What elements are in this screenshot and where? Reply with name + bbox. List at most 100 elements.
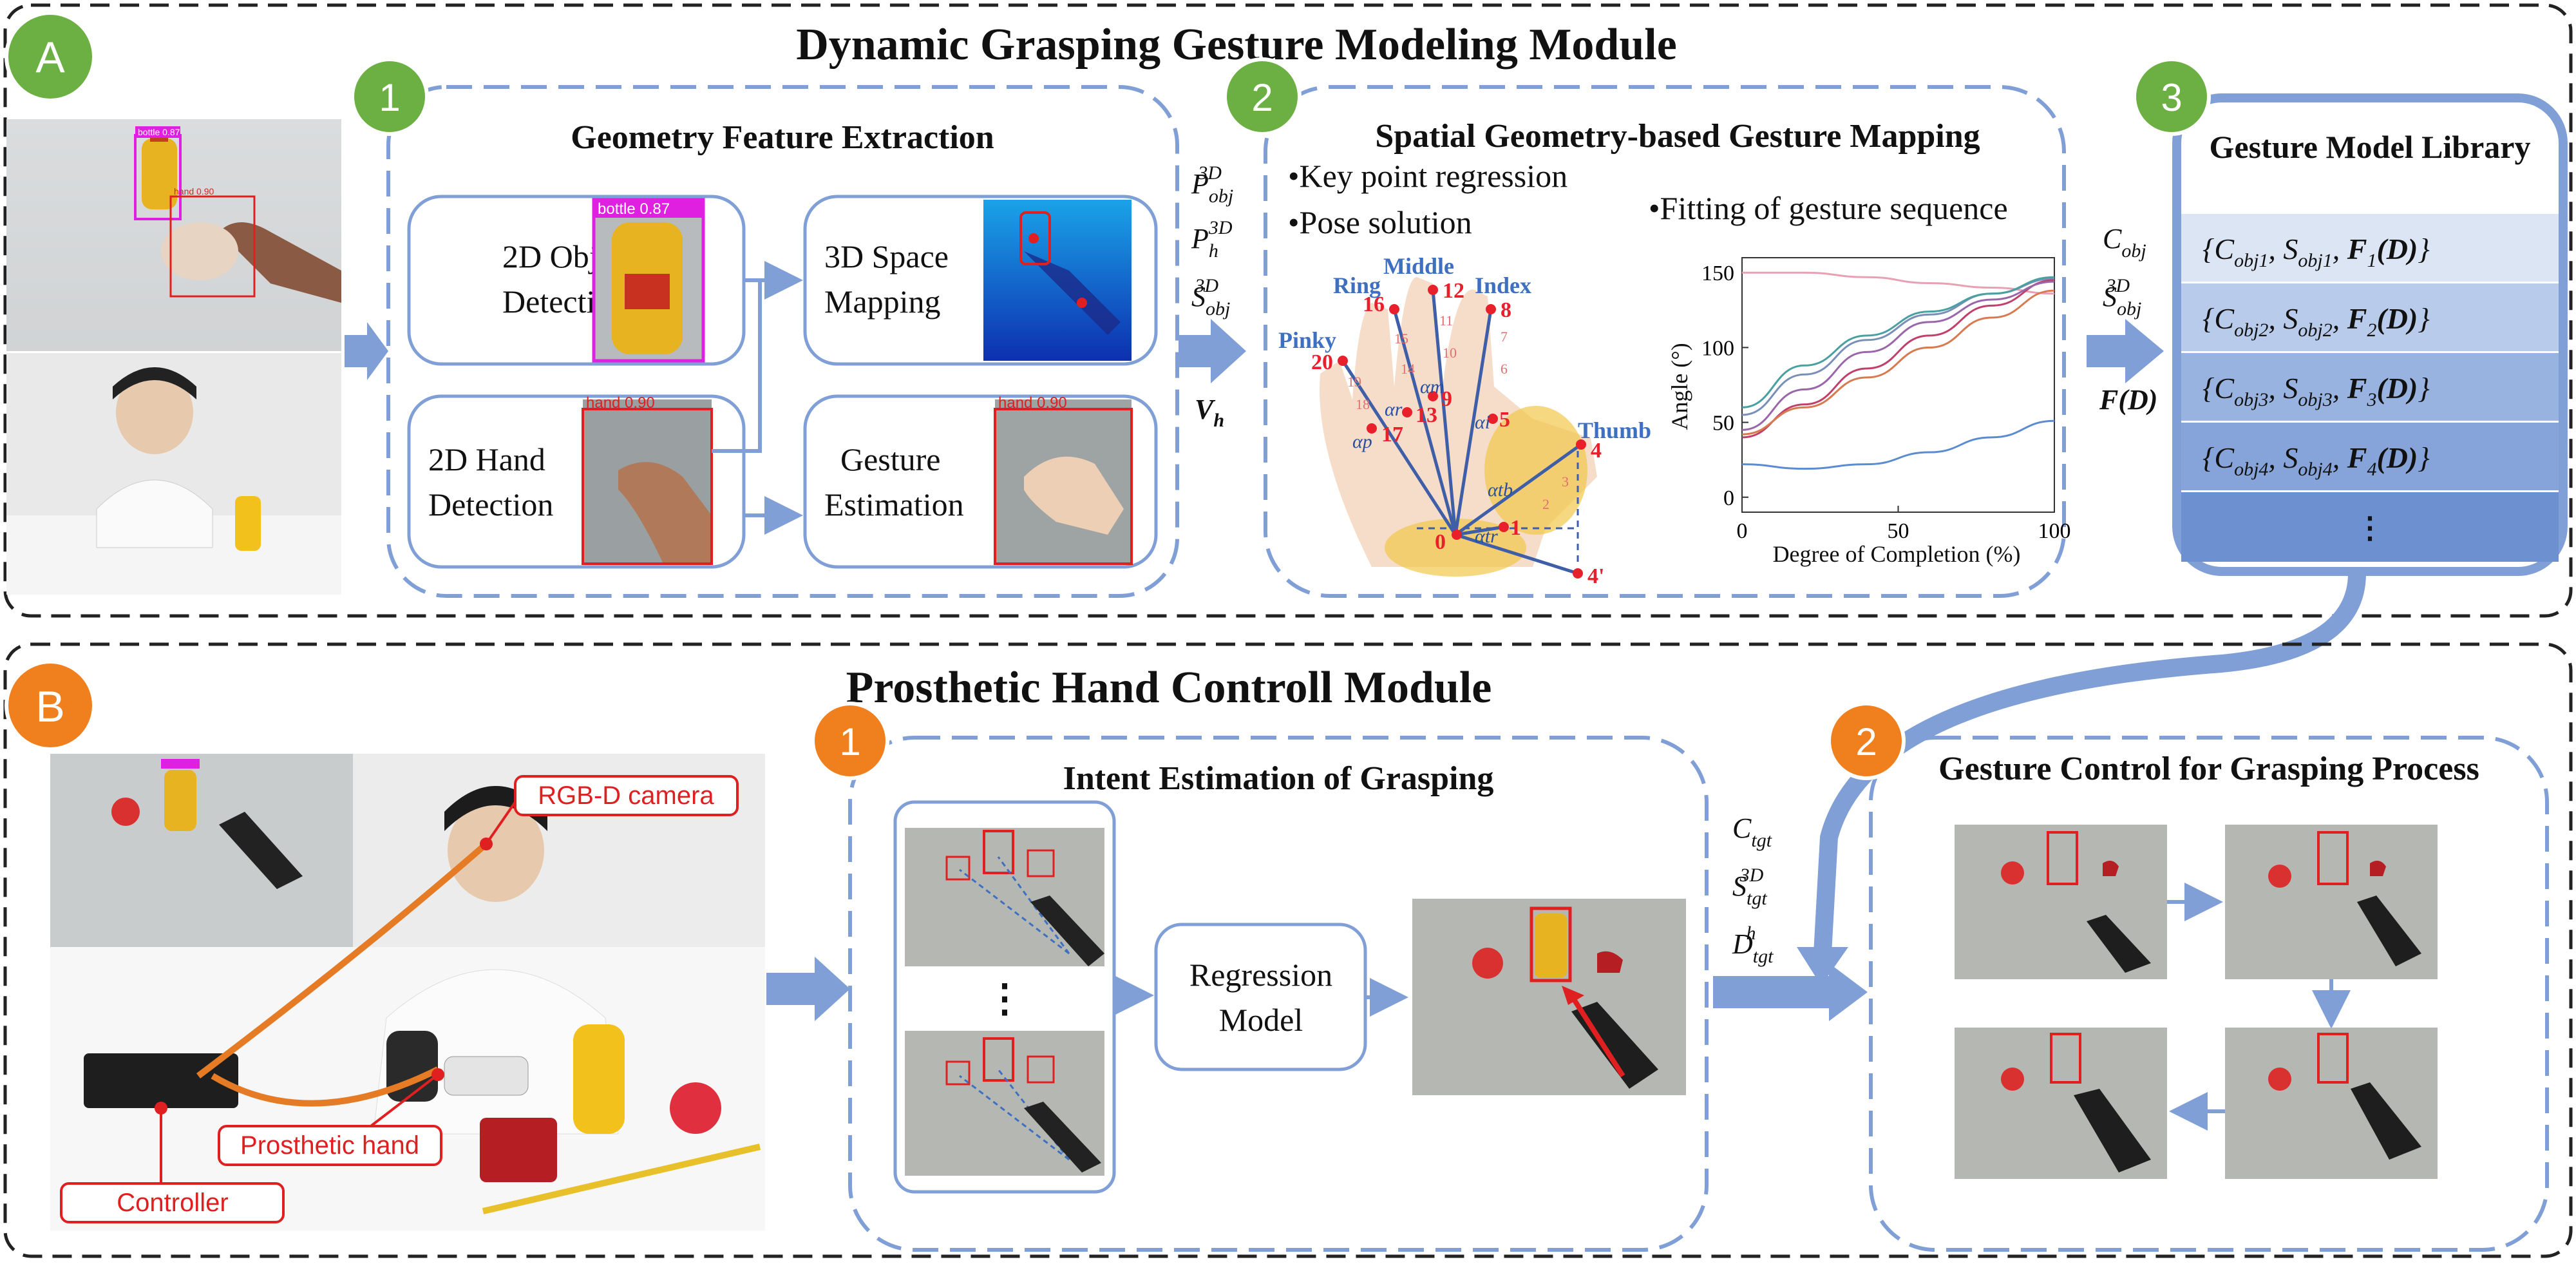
chart-plot-area	[1741, 257, 2055, 513]
callout-rgbd-camera-text: RGB-D camera	[538, 781, 714, 810]
control-title: Gesture Control for Grasping Process	[1938, 751, 2479, 787]
kp-14: 14	[1401, 361, 1415, 377]
section-a-badge-text: A	[35, 33, 65, 82]
section-b-badge-text: B	[35, 682, 64, 731]
callout-controller-text: Controller	[117, 1189, 228, 1217]
finger-index: Index	[1475, 273, 1531, 298]
feature-p-h: Ph3D	[1191, 217, 1233, 262]
feature-v-h: Vh	[1195, 394, 1224, 431]
arrow-step2-to-step3	[2087, 319, 2164, 383]
kp-19: 19	[1347, 374, 1361, 390]
callout-prosthetic-hand-text: Prosthetic hand	[240, 1131, 419, 1160]
chart-xtick-label-1: 50	[1888, 519, 1909, 543]
chart-series	[1741, 271, 2055, 470]
kp-9: 9	[1441, 387, 1452, 411]
kp-3: 3	[1562, 474, 1569, 490]
gesture-estimation-tag: hand 0.90	[998, 394, 1067, 412]
intent-badge-text: 1	[839, 720, 860, 763]
chart-ytick-label-1: 50	[1712, 412, 1734, 436]
library-row-3	[2181, 353, 2559, 421]
hand-detection-tag: hand 0.90	[586, 394, 655, 412]
angle-r: αr	[1385, 399, 1403, 420]
kp-13: 13	[1416, 403, 1437, 427]
control-frame-3	[1955, 1028, 2167, 1179]
angle-tr: αtr	[1475, 526, 1498, 547]
photo-prosthetic-setup: RGB-D camera Prosthetic hand Controller	[50, 754, 765, 1230]
arrow-step1-to-step2	[1179, 319, 1246, 383]
control-container	[1869, 736, 2549, 1252]
chart-series-line-7	[1741, 276, 2055, 408]
kp-17: 17	[1381, 423, 1403, 446]
angle-p: αp	[1352, 431, 1372, 452]
chart-ytick-label-0: 0	[1723, 486, 1734, 510]
feature-c-obj: Cobj	[2103, 223, 2146, 262]
chart-ytick-label-2: 100	[1701, 336, 1734, 360]
angle-m: αm	[1420, 376, 1444, 397]
step1-badge-text: 1	[379, 76, 400, 119]
control-badge	[1827, 702, 1906, 780]
library-row-4	[2181, 423, 2559, 490]
chart-xlabel: Degree of Completion (%)	[1773, 541, 2021, 567]
control-frame-1	[1955, 825, 2167, 979]
library-entry-4: {Cobj4, Sobj4, F4(D)}	[2202, 441, 2430, 480]
callout-controller	[60, 1182, 285, 1223]
feature-c-tgt: Ctgt	[1732, 812, 1772, 851]
features-control: Ctgt Stgt3D Dtgth	[1732, 812, 1774, 967]
features-mid: Pobj3D Ph3D Sobj3D Vh	[1191, 162, 1233, 431]
kp-1: 1	[1510, 516, 1521, 540]
finger-ring: Ring	[1333, 273, 1381, 298]
library-row-2	[2181, 283, 2559, 351]
step1-badge	[350, 57, 429, 136]
step2-bullet-right: •Fitting of gesture sequence	[1649, 190, 2008, 226]
step3-badge	[2132, 57, 2211, 136]
control-frame-2	[2225, 825, 2438, 979]
library-ellipsis: ⋮	[2355, 512, 2385, 544]
chart-series-line-5	[1741, 289, 2055, 436]
inset-camera-view	[50, 754, 353, 947]
gesture-estimation-bbox	[994, 408, 1133, 565]
controller-device	[84, 1053, 238, 1108]
feature-p-obj: Pobj3D	[1191, 162, 1233, 207]
step2-bullet-1: •Key point regression	[1288, 158, 1567, 194]
kp-20: 20	[1311, 350, 1333, 374]
kp-18: 18	[1356, 396, 1370, 412]
features-right: Cobj Sobj3D F(D)	[2099, 223, 2157, 416]
intent-frame-2	[905, 1031, 1104, 1176]
photo-user-seated	[6, 353, 341, 595]
section-a-badge	[5, 11, 96, 102]
hand-bbox	[169, 195, 256, 298]
section-b: B Prosthetic Hand Controll Module	[3, 642, 2573, 1258]
section-a: A Dynamic Grasping Gesture Modeling Modu…	[3, 3, 2573, 618]
chart-series-line-1	[1741, 419, 2055, 470]
chart-series-line-6	[1741, 280, 2055, 431]
kp-16: 16	[1363, 292, 1385, 316]
arrow-library-to-control-head	[1797, 947, 1848, 986]
finger-middle: Middle	[1383, 253, 1454, 279]
callout-prosthetic-hand	[218, 1125, 442, 1166]
step2-badge	[1223, 57, 1302, 136]
section-a-border	[3, 3, 2573, 618]
kp-10: 10	[1443, 345, 1457, 361]
kp-2: 2	[1542, 496, 1549, 512]
kp-4: 4	[1591, 439, 1602, 463]
intent-frame-1	[905, 828, 1104, 966]
kp-0: 0	[1435, 530, 1446, 554]
finger-pinky: Pinky	[1278, 327, 1336, 353]
feature-s-obj-right: Sobj3D	[2103, 275, 2141, 320]
kp-4prime: 4'	[1587, 564, 1604, 588]
step2-title: Spatial Geometry-based Gesture Mapping	[1375, 118, 1980, 155]
intent-result-frame	[1412, 899, 1686, 1095]
intent-badge	[811, 702, 889, 780]
hand-detection-bbox	[582, 408, 713, 565]
finger-thumb: Thumb	[1578, 417, 1651, 443]
arrow-scene-to-intent	[766, 957, 850, 1021]
step3-title: Gesture Model Library	[2210, 129, 2531, 165]
hand-tag: hand 0.90	[174, 186, 214, 196]
object-detection-tag: bottle 0.87	[598, 200, 670, 218]
kp-6: 6	[1501, 361, 1508, 377]
kp-8: 8	[1501, 298, 1511, 322]
